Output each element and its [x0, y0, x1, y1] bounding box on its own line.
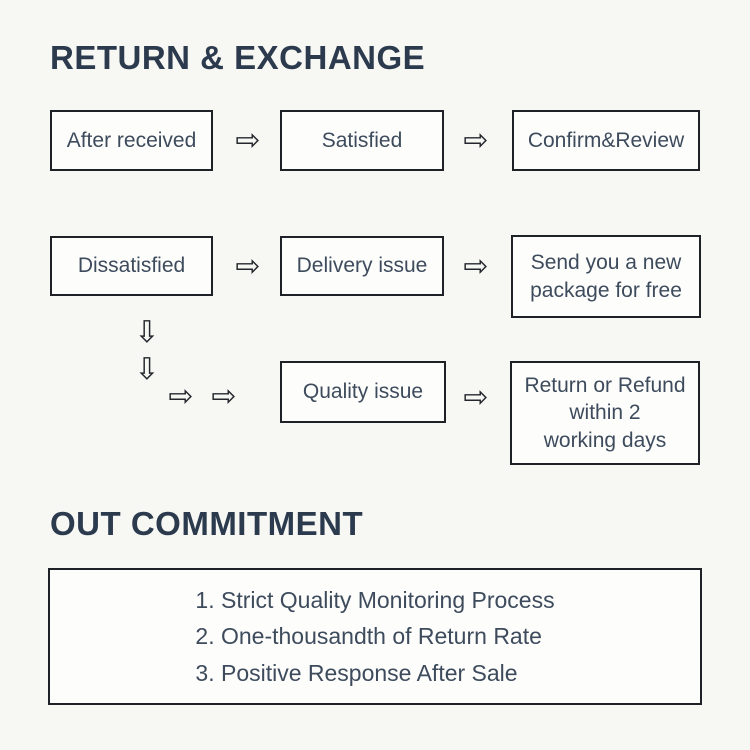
box-after-received-label: After received	[66, 128, 197, 152]
commitment-item-2: 2. One-thousandth of Return Rate	[195, 623, 542, 650]
box-return-refund-line3: working days	[543, 428, 667, 452]
box-new-package-line2: package for free	[530, 278, 682, 302]
right-arrow-icon: ⇨	[211, 379, 237, 414]
right-arrow-icon: ⇨	[235, 249, 261, 284]
box-return-refund-line2: within 2	[569, 401, 641, 425]
box-delivery-issue: Delivery issue	[280, 236, 444, 296]
down-arrow-icon: ⇩	[134, 315, 160, 350]
commitment-title: OUT COMMITMENT	[50, 505, 364, 542]
box-satisfied: Satisfied	[280, 110, 444, 171]
box-dissatisfied-label: Dissatisfied	[77, 254, 186, 278]
right-arrow-icon: ⇨	[235, 123, 261, 158]
box-new-package-line1: Send you a new	[530, 251, 682, 275]
right-arrow-icon: ⇨	[168, 379, 194, 414]
box-confirm-review: Confirm&Review	[512, 110, 700, 171]
commitment-item-1: 1. Strict Quality Monitoring Process	[195, 586, 555, 613]
box-new-package: Send you a new package for free	[511, 235, 701, 318]
commitment-item-3: 3. Positive Response After Sale	[195, 659, 518, 686]
right-arrow-icon: ⇨	[463, 380, 489, 415]
down-arrow-icon: ⇩	[134, 352, 160, 387]
box-confirm-review-label: Confirm&Review	[527, 128, 685, 152]
box-return-refund: Return or Refund within 2 working days	[510, 361, 700, 465]
box-after-received: After received	[50, 110, 213, 171]
commitment-box: 1. Strict Quality Monitoring Process 2. …	[48, 568, 702, 705]
box-quality-issue: Quality issue	[280, 361, 446, 423]
return-exchange-title: RETURN & EXCHANGE	[50, 39, 426, 76]
commitment-list: 1. Strict Quality Monitoring Process 2. …	[195, 582, 554, 692]
box-return-refund-line1: Return or Refund	[524, 374, 686, 398]
box-quality-issue-label: Quality issue	[302, 380, 424, 404]
box-delivery-issue-label: Delivery issue	[296, 254, 428, 278]
box-satisfied-label: Satisfied	[321, 128, 403, 152]
box-dissatisfied: Dissatisfied	[50, 236, 213, 296]
right-arrow-icon: ⇨	[463, 123, 489, 158]
right-arrow-icon: ⇨	[463, 249, 489, 284]
